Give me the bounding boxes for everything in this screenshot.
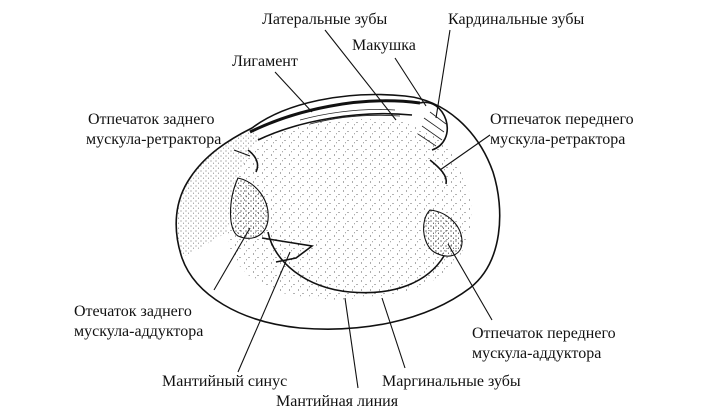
- leader-lateral-teeth: [324, 29, 397, 121]
- label-ligament: Лигамент: [232, 53, 298, 70]
- labels: Латеральные зубы Кардинальные зубы Макуш…: [74, 11, 634, 410]
- anterior-adductor-scar: [423, 209, 463, 257]
- label-posterior-retractor-1: Отпечаток заднего: [88, 111, 215, 128]
- leader-anterior-retractor: [439, 134, 491, 171]
- leader-marginal-teeth: [381, 297, 406, 369]
- label-cardinal-teeth: Кардинальные зубы: [448, 11, 584, 28]
- leader-pallial-sinus: [237, 251, 291, 373]
- shell-outline: [175, 93, 501, 330]
- label-lateral-teeth: Латеральные зубы: [262, 11, 387, 28]
- label-pallial-line: Мантийная линия: [276, 393, 399, 410]
- anterior-retractor-scar: [429, 159, 448, 185]
- posterior-adductor-scar: [230, 177, 269, 239]
- muscle-scars: [230, 149, 463, 257]
- label-umbo: Макушка: [352, 37, 416, 54]
- leader-anterior-adductor: [447, 243, 493, 321]
- label-posterior-adductor-1: Отечаток заднего: [74, 303, 192, 320]
- label-posterior-retractor-2: мускула-ретрактора: [86, 131, 221, 148]
- leader-posterior-retractor: [233, 149, 251, 157]
- label-posterior-adductor-2: мускула-аддуктора: [74, 323, 203, 340]
- label-anterior-adductor-2: мускула-аддуктора: [472, 345, 601, 362]
- leader-ligament: [274, 71, 313, 113]
- posterior-retractor-scar: [247, 149, 259, 173]
- leader-pallial-line: [344, 297, 359, 389]
- leader-posterior-adductor: [213, 227, 251, 291]
- label-anterior-adductor-1: Отпечаток переднего: [472, 325, 616, 342]
- label-anterior-retractor-2: мускула-ретрактора: [490, 131, 625, 148]
- hinge-area: [249, 99, 448, 151]
- leader-umbo: [394, 57, 427, 107]
- label-pallial-sinus: Мантийный синус: [162, 373, 287, 390]
- label-marginal-teeth: Маргинальные зубы: [382, 373, 521, 390]
- leader-cardinal-teeth: [435, 29, 451, 119]
- leader-lines: [213, 29, 493, 389]
- label-anterior-retractor-1: Отпечаток переднего: [490, 111, 634, 128]
- pallial-line-path: [267, 231, 445, 294]
